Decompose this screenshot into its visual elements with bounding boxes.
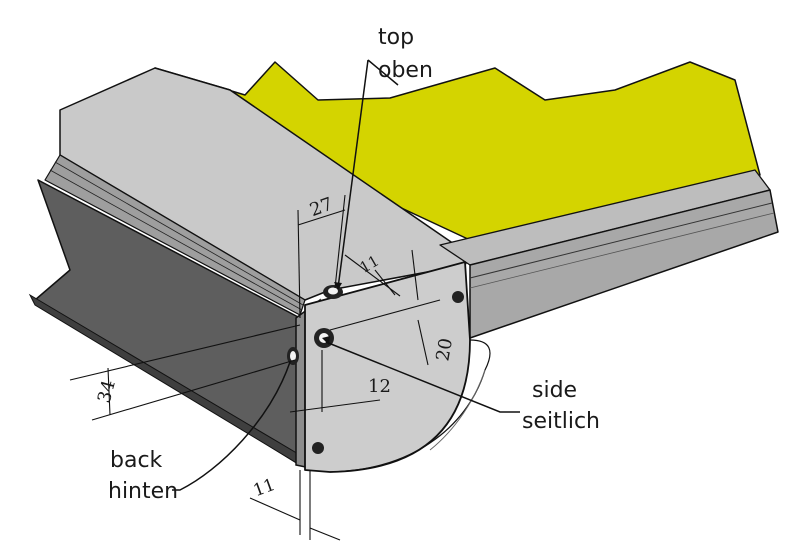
dimension-11-bottom: 11 bbox=[251, 475, 278, 501]
label-back: back bbox=[110, 448, 163, 473]
label-hinten: hinten bbox=[108, 479, 178, 504]
label-seitlich: seitlich bbox=[522, 409, 600, 434]
label-top: top bbox=[378, 25, 414, 50]
screw-hole-back bbox=[287, 347, 299, 365]
dimension-lines bbox=[69, 194, 441, 541]
screw-dot-lower bbox=[312, 442, 324, 454]
label-oben: oben bbox=[378, 58, 433, 83]
screw-hole-top bbox=[323, 285, 343, 299]
dimension-12: 12 bbox=[368, 376, 391, 397]
label-side: side bbox=[532, 378, 577, 403]
dimension-34: 34 bbox=[94, 378, 120, 406]
label-leaders bbox=[172, 59, 520, 491]
dimension-20: 20 bbox=[432, 337, 457, 363]
side-rail-face bbox=[469, 189, 779, 339]
screw-dot-upper bbox=[452, 291, 464, 303]
yellow-fabric bbox=[154, 61, 761, 241]
